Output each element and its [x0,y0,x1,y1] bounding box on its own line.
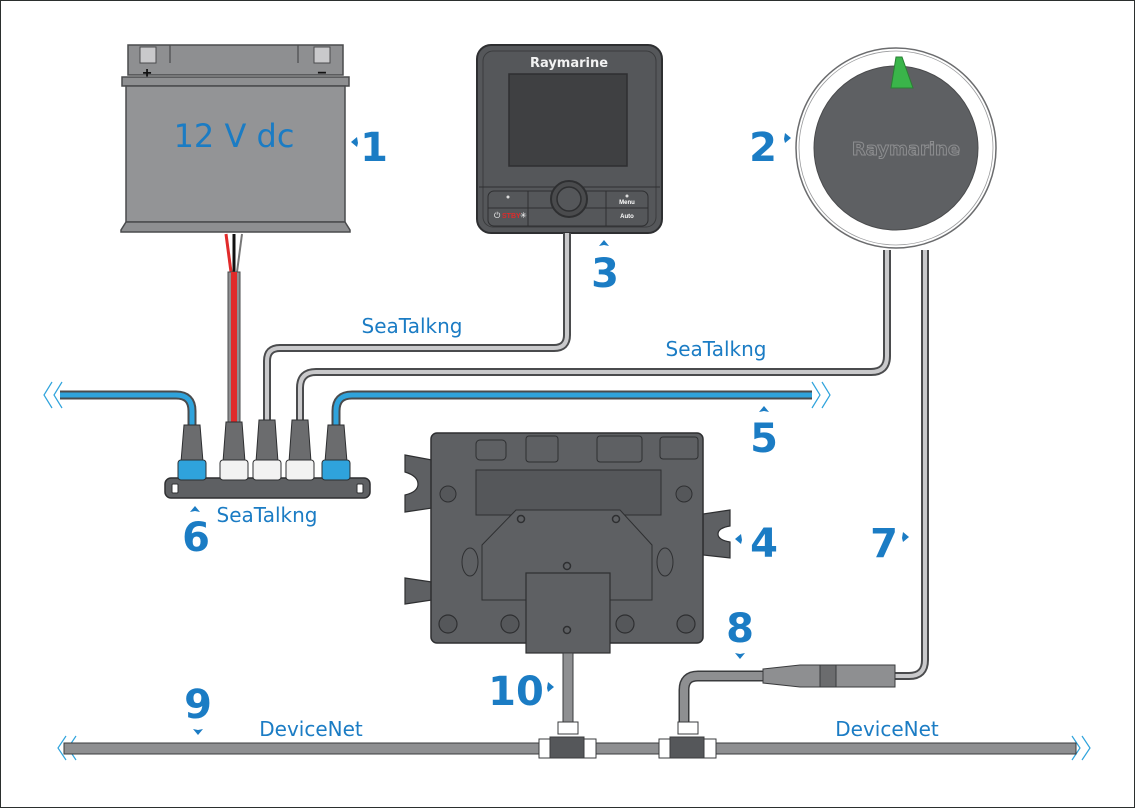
heading-pointer-icon [890,56,914,89]
battery-voltage-label: 12 V dc [174,117,295,155]
power-cable [224,233,243,423]
callout-10-arrow-icon [547,682,554,692]
cable-break-marks [43,381,1091,761]
callout-5-arrow-icon [759,406,769,412]
devicenet-label-left: DeviceNet [259,717,363,741]
controller-screen [508,73,628,167]
battery: + − 12 V dc [120,44,351,233]
evolution-sensor: Raymarine [795,47,997,249]
callout-7-arrow-icon [902,532,909,542]
callout-2: 2 [749,125,777,171]
callout-6: 6 [182,515,210,561]
callout-1-arrow-icon [351,137,358,147]
seatalk-cables [263,233,929,680]
seatalk-label-connector: SeaTalkng [217,503,318,527]
menu-button[interactable]: Menu [619,200,635,206]
minus-sign: − [317,65,326,82]
callout-1: 1 [360,125,388,171]
devicenet-spur [562,652,765,724]
callout-arrows [190,133,909,735]
devicenet-adaptor-cable [762,664,896,688]
t-connector [658,721,717,759]
seatalk-label-sensor: SeaTalkng [666,337,767,361]
t-connector [538,721,597,759]
callout-9: 9 [184,682,212,728]
connector-plugs [177,419,351,481]
power-icon[interactable]: ⏻ [494,211,501,220]
controller-brand-logo: Raymarine [530,56,608,71]
seatalk-label-controller: SeaTalkng [362,314,463,338]
positive-terminal [139,46,157,64]
autopilot-controller[interactable]: Raymarine ⏻ STBY ✳ Menu Auto [476,44,663,234]
seatalk-connector-block [164,477,371,499]
callout-4: 4 [750,521,778,567]
callout-8-arrow-icon [735,653,745,659]
auto-button[interactable]: Auto [620,214,634,220]
actuator-control-unit [404,432,731,654]
callout-5: 5 [750,416,778,462]
callout-3-arrow-icon [599,240,609,246]
negative-terminal [313,46,331,64]
callout-6-arrow-icon [190,506,200,512]
callout-7: 7 [870,521,898,567]
stby-button[interactable]: STBY [502,213,521,220]
callout-4-arrow-icon [735,534,742,544]
callout-3: 3 [591,251,619,297]
sensor-brand-logo: Raymarine [852,139,960,160]
callout-2-arrow-icon [784,133,791,143]
callout-8: 8 [726,606,754,652]
devicenet-label-right: DeviceNet [835,717,939,741]
seatalk-backbone [60,390,812,425]
callout-10: 10 [488,669,544,715]
backlight-icon: ✳ [520,211,527,220]
callout-9-arrow-icon [193,729,203,735]
plus-sign: + [142,65,151,82]
